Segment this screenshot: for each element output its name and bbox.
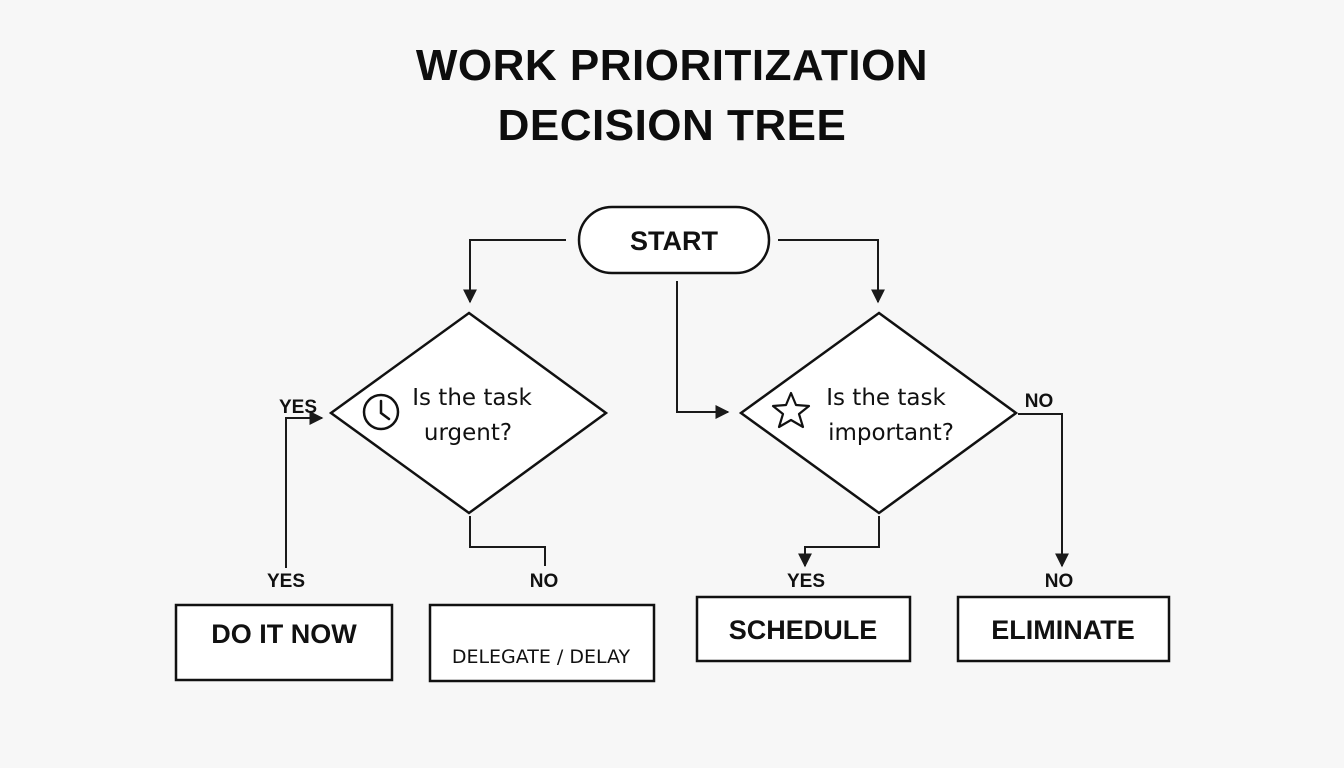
urgent-decision-node: Is the task urgent? [328, 311, 609, 515]
edge-do-it-now-to-urgent [285, 411, 324, 568]
edges [285, 239, 1069, 568]
start-node-label: START [630, 226, 718, 256]
important-decision-shape [738, 311, 1019, 515]
urgent-yes-bottom-label: YES [267, 571, 305, 592]
edge-start-to-important [778, 239, 885, 304]
urgent-question-line-2: urgent? [424, 420, 512, 446]
important-question-line-2: important? [828, 420, 954, 446]
urgent-no-label: NO [530, 571, 559, 592]
star-icon [771, 391, 811, 429]
edge-start-to-urgent [463, 239, 566, 304]
important-question-line-1: Is the task [826, 385, 946, 411]
important-decision-node: Is the task important? [738, 311, 1019, 515]
start-node-shape [577, 205, 771, 275]
do-it-now-box [174, 603, 394, 682]
start-node: START [577, 205, 771, 275]
important-no-bottom-label: NO [1045, 571, 1074, 592]
delegate-node: DELEGATE / DELAY [428, 603, 656, 683]
edge-important-to-schedule [798, 516, 880, 568]
edge-important-to-eliminate [1018, 413, 1069, 568]
eliminate-box [956, 595, 1171, 663]
edge-start-center-to-important [676, 281, 730, 419]
do-it-now-node: DO IT NOW [174, 603, 394, 682]
title-line-2: DECISION TREE [497, 101, 847, 150]
urgent-question-line-1: Is the task [412, 385, 532, 411]
clock-icon [362, 393, 400, 431]
title-line-1: WORK PRIORITIZATION [415, 41, 929, 90]
urgent-decision-shape [328, 311, 609, 515]
schedule-node: SCHEDULE [695, 595, 912, 663]
eliminate-label: ELIMINATE [991, 615, 1135, 645]
delegate-box [428, 603, 656, 683]
schedule-box [695, 595, 912, 663]
delegate-label: DELEGATE / DELAY [452, 646, 631, 668]
eliminate-node: ELIMINATE [956, 595, 1171, 663]
diagram-title: WORK PRIORITIZATION DECISION TREE [0, 36, 1344, 156]
important-yes-label: YES [787, 571, 825, 592]
important-no-side-label: NO [1025, 391, 1054, 412]
edge-urgent-to-delegate [469, 516, 546, 566]
urgent-yes-side-label: YES [279, 397, 317, 418]
schedule-label: SCHEDULE [729, 615, 878, 645]
do-it-now-label: DO IT NOW [211, 619, 357, 649]
